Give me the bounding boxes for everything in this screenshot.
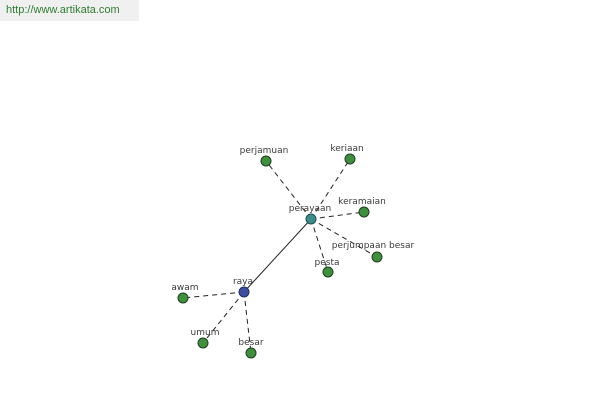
label-besar: besar [238, 338, 263, 348]
nodes [177, 153, 383, 359]
edge-raya-besar [243, 291, 252, 354]
node-perayaan[interactable] [305, 213, 317, 225]
edge-raya-umum [202, 291, 245, 344]
label-keramaian: keramaian [338, 197, 386, 207]
edge-raya-perayaan [243, 218, 312, 293]
label-keriaan: keriaan [330, 144, 363, 154]
label-perayaan: perayaan [289, 204, 332, 214]
node-awam[interactable] [177, 292, 189, 304]
label-pesta: pesta [315, 258, 340, 268]
watermark-url[interactable]: http://www.artikata.com [0, 0, 139, 21]
edge-perayaan-perjumpaan-besar [310, 218, 378, 258]
node-perjumpaan-besar[interactable] [371, 251, 383, 263]
label-perjamuan: perjamuan [240, 146, 289, 156]
node-pesta[interactable] [322, 266, 334, 278]
edge-raya-awam [182, 291, 245, 299]
node-perjamuan[interactable] [260, 155, 272, 167]
edge-perayaan-keriaan [310, 158, 351, 220]
label-perjumpaan-besar: perjumpaan besar [332, 241, 415, 251]
edge-perayaan-perjamuan [265, 160, 312, 220]
node-keriaan[interactable] [344, 153, 356, 165]
label-raya: raya [233, 277, 253, 287]
node-besar[interactable] [245, 347, 257, 359]
edges [182, 158, 378, 354]
node-keramaian[interactable] [358, 206, 370, 218]
node-raya[interactable] [238, 286, 250, 298]
edge-perayaan-pesta [310, 218, 329, 273]
label-awam: awam [171, 283, 198, 293]
label-umum: umum [191, 328, 220, 338]
labels: raya perayaan perjamuan keriaan keramaia… [171, 144, 414, 348]
node-umum[interactable] [197, 337, 209, 349]
